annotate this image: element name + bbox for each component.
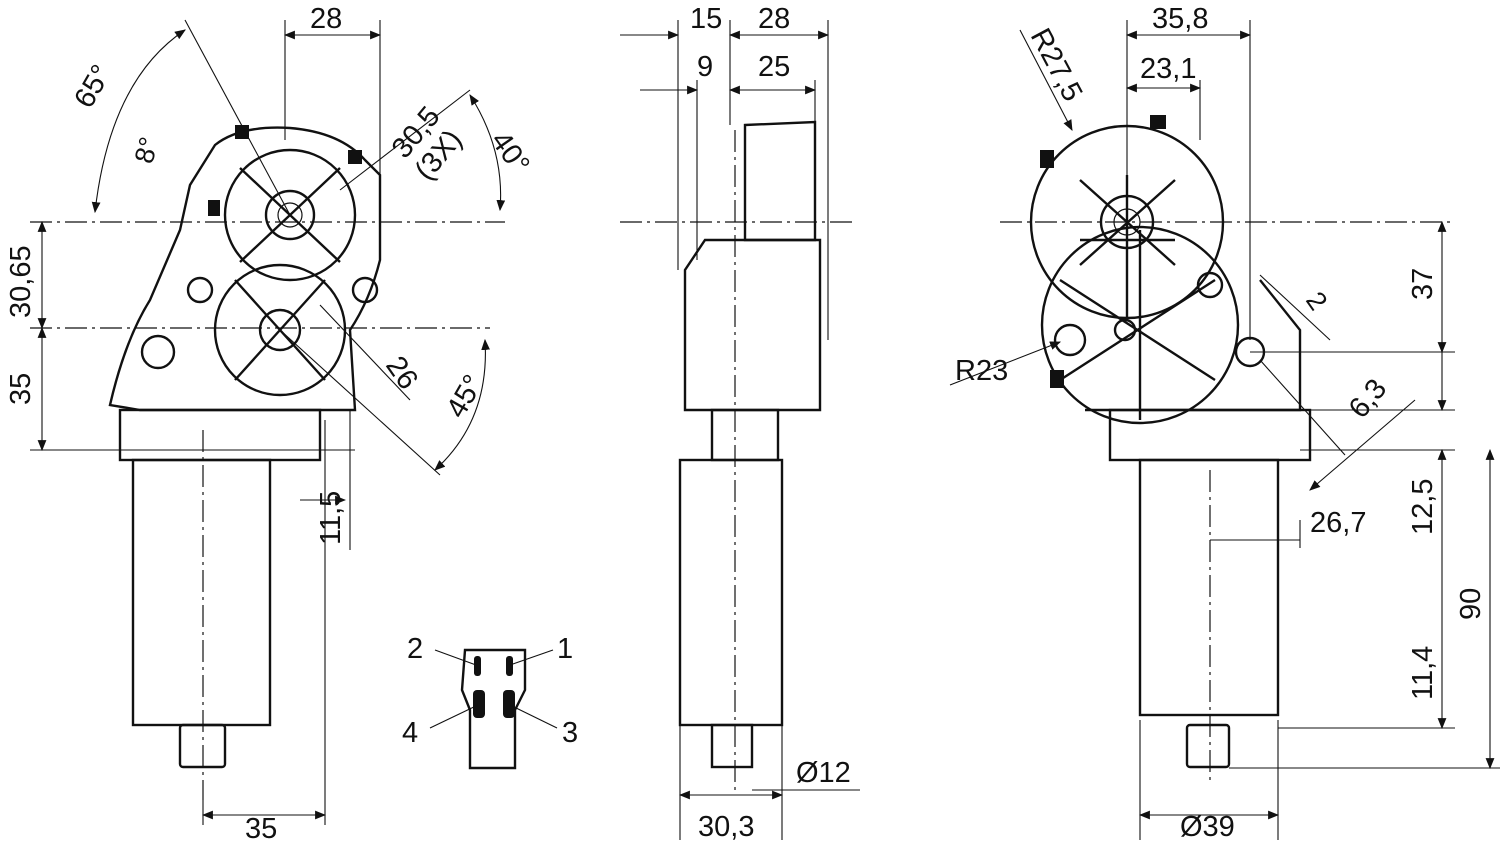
right-view: 35,8 R27,5 23,1 37 2 R23 6,3 12,5 26,7 9… bbox=[949, 3, 1500, 843]
right-motor-body bbox=[1108, 408, 1312, 780]
middle-dimension-lines bbox=[620, 20, 860, 840]
dim-25: 25 bbox=[758, 51, 790, 83]
dim-35-8: 35,8 bbox=[1152, 3, 1208, 35]
dim-2: 2 bbox=[1300, 286, 1333, 316]
pin-label-3: 3 bbox=[562, 717, 578, 749]
dim-28-top: 28 bbox=[310, 3, 342, 35]
dim-dia-39: Ø39 bbox=[1180, 811, 1235, 843]
right-gear-housing bbox=[1029, 115, 1302, 425]
dim-9: 9 bbox=[697, 51, 713, 83]
right-dimension-lines bbox=[949, 20, 1500, 840]
pin-label-1: 1 bbox=[557, 633, 573, 665]
left-centerlines bbox=[30, 221, 505, 451]
dim-15: 15 bbox=[690, 3, 722, 35]
dim-height-11-4: 11,4 bbox=[1407, 646, 1439, 700]
dim-28: 28 bbox=[758, 3, 790, 35]
dim-offset-11-5: 11,5 bbox=[315, 491, 347, 545]
dim-6-3: 6,3 bbox=[1343, 373, 1393, 424]
left-view: 28 65° 8° 30,5 (3X) 40° 30,65 35 26 45° … bbox=[5, 3, 536, 845]
connector-detail: 1 2 3 4 bbox=[402, 633, 578, 770]
dim-dia-26: 26 bbox=[379, 351, 424, 396]
dim-height-30-65: 30,65 bbox=[5, 245, 37, 318]
dim-radius-23: R23 bbox=[955, 355, 1008, 387]
left-motor-body bbox=[118, 408, 322, 800]
pin-label-4: 4 bbox=[402, 717, 418, 749]
left-dimension-lines bbox=[37, 19, 506, 825]
dim-bottom-35: 35 bbox=[245, 813, 277, 845]
dim-height-12-5: 12,5 bbox=[1407, 479, 1439, 535]
pin-label-2: 2 bbox=[407, 633, 423, 665]
dim-angle-40: 40° bbox=[484, 126, 535, 180]
dim-26-7: 26,7 bbox=[1310, 507, 1366, 539]
dim-shaft-dia-12: Ø12 bbox=[796, 757, 851, 789]
dim-angle-8: 8° bbox=[129, 134, 165, 167]
dim-30-3: 30,3 bbox=[698, 811, 754, 843]
middle-view: 15 28 9 25 Ø12 30,3 bbox=[620, 3, 860, 843]
dim-angle-65: 65° bbox=[68, 60, 118, 114]
dim-23-1: 23,1 bbox=[1140, 53, 1196, 85]
dim-height-90: 90 bbox=[1455, 588, 1487, 620]
dim-height-35: 35 bbox=[5, 373, 37, 405]
dim-radius-27-5: R27,5 bbox=[1024, 23, 1089, 106]
left-gear-housing bbox=[108, 125, 382, 412]
dim-angle-45: 45° bbox=[440, 370, 490, 424]
dim-height-37: 37 bbox=[1407, 268, 1439, 300]
middle-side-body bbox=[620, 120, 855, 790]
